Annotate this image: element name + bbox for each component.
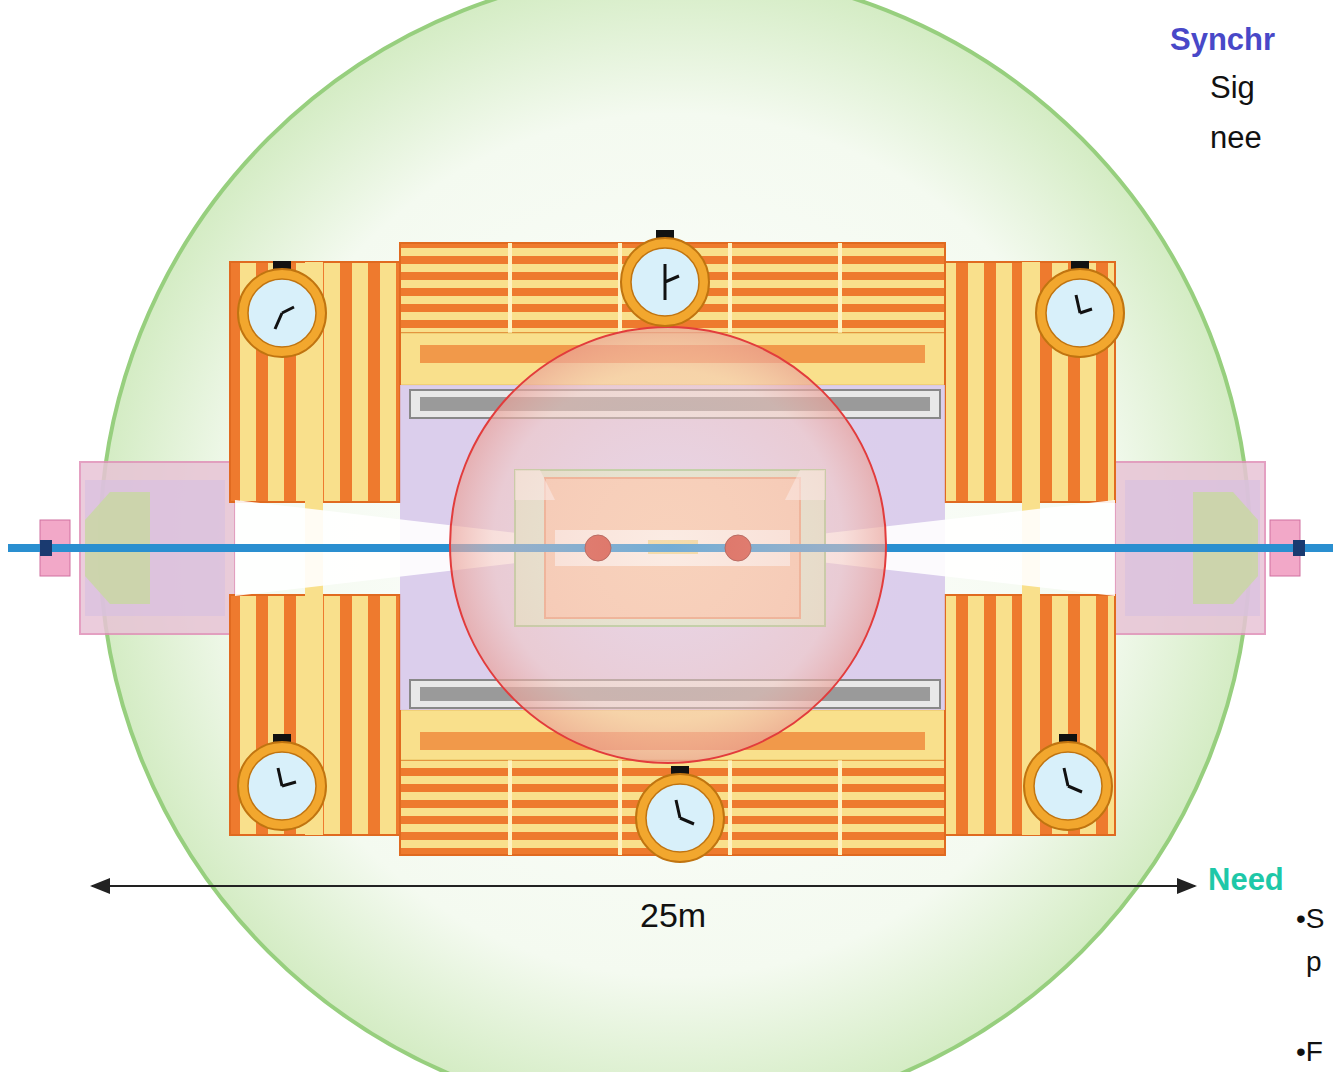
stopwatch-icon [238, 230, 1124, 862]
bullet-text: •F [1296, 1036, 1323, 1068]
dimension-label: 25m [640, 896, 706, 935]
barrel-calorimeter [400, 243, 945, 855]
heading-text: Synchr [1170, 22, 1275, 58]
body-text: p [1306, 946, 1322, 978]
red-sphere [450, 327, 886, 763]
bullet-text: •S [1296, 903, 1324, 935]
heading-text: Need [1208, 862, 1284, 898]
body-text: nee [1210, 120, 1262, 156]
green-sphere [100, 0, 1250, 1072]
body-text: Sig [1210, 70, 1255, 106]
dimension-arrow [92, 885, 1195, 887]
